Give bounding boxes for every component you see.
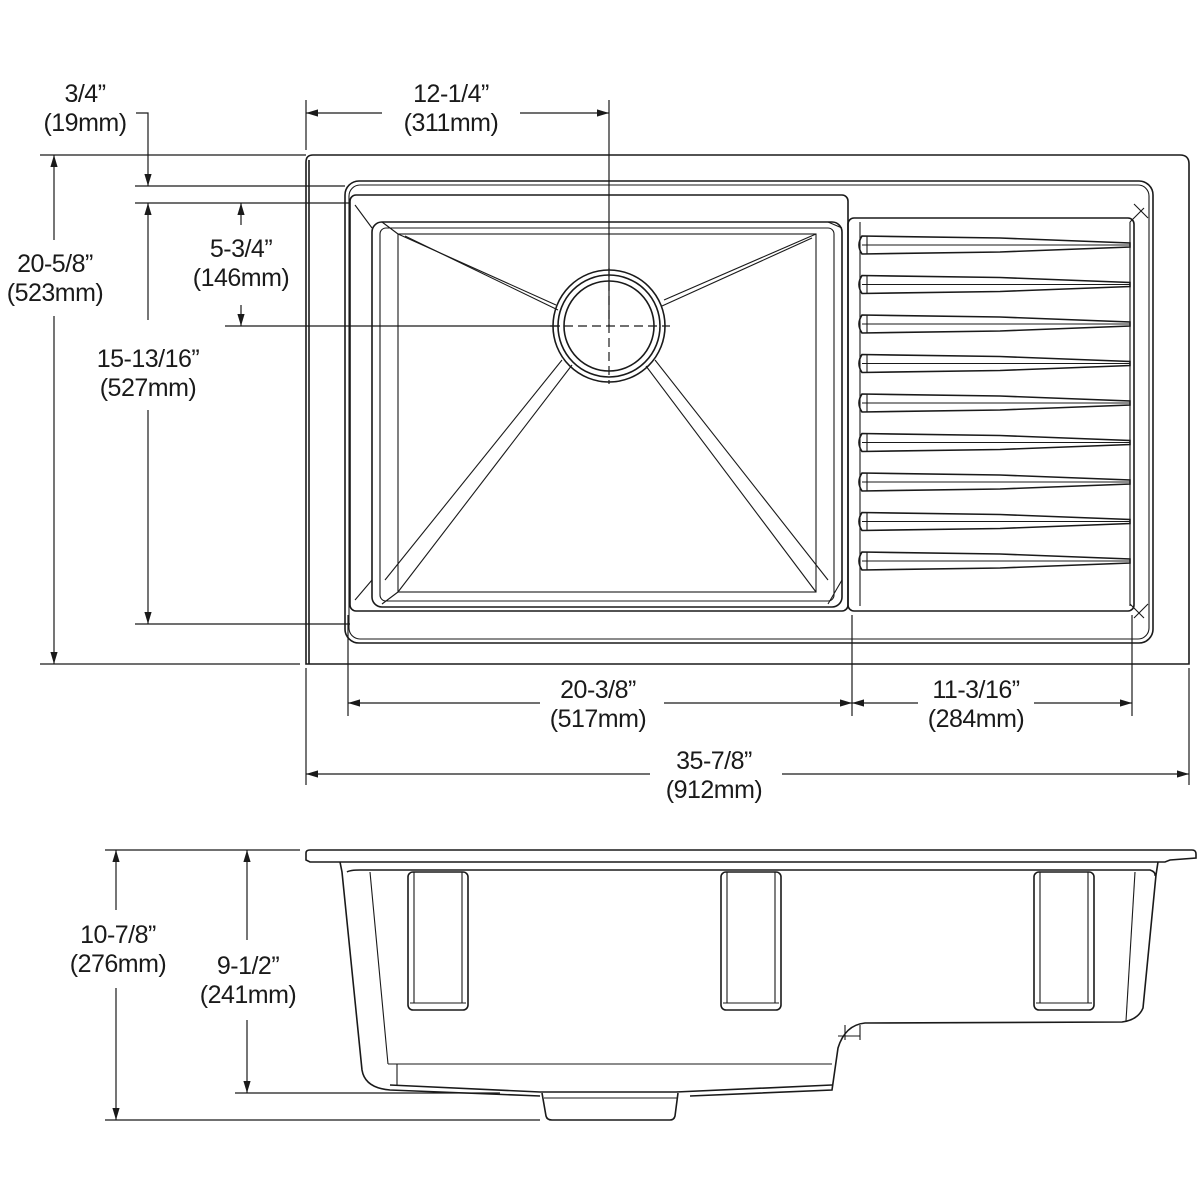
top-view-sink-outline	[305, 154, 1190, 665]
dim-label-drain-offset-y: 5-3/4” (146mm)	[188, 235, 294, 293]
dim-imperial: 9-1/2”	[216, 952, 280, 980]
drainboard-rib	[858, 314, 1131, 334]
side-view-sink-outline	[305, 849, 1197, 1121]
drainboard-rib	[858, 235, 1131, 255]
drainboard-rib	[858, 393, 1131, 413]
dim-label-bowl-width: 20-3/8” (517mm)	[545, 676, 651, 734]
dim-metric: (19mm)	[43, 109, 127, 137]
drainboard-rib	[858, 353, 1131, 374]
top-view-dimension-lines	[40, 100, 1190, 785]
main-bowl	[349, 194, 849, 612]
dim-label-overall-depth: 20-5/8” (523mm)	[2, 250, 108, 308]
dim-metric: (527mm)	[99, 374, 197, 402]
drainboard-rib	[858, 432, 1131, 453]
drain-icon	[550, 268, 670, 384]
drainboard-rib	[858, 472, 1131, 492]
dim-label-bowl-height: 9-1/2” (241mm)	[195, 952, 301, 1010]
dim-metric: (146mm)	[192, 264, 290, 292]
dim-metric: (912mm)	[665, 776, 763, 804]
drainboard	[847, 203, 1149, 619]
dim-label-bowl-depth: 15-13/16” (527mm)	[92, 345, 204, 403]
dim-metric: (523mm)	[6, 279, 104, 307]
dim-label-drainboard-width: 11-3/16” (284mm)	[923, 676, 1029, 734]
dim-metric: (276mm)	[69, 950, 167, 978]
dim-metric: (241mm)	[199, 981, 297, 1009]
dim-imperial: 35-7/8”	[676, 747, 752, 775]
dim-metric: (284mm)	[927, 705, 1025, 733]
drainboard-rib	[858, 551, 1131, 571]
dim-imperial: 11-3/16”	[932, 676, 1020, 704]
dim-imperial: 15-13/16”	[96, 345, 200, 373]
drainboard-rib	[858, 274, 1131, 295]
drainboard-rib	[858, 511, 1131, 532]
side-view-support-legs	[407, 871, 1095, 1011]
side-view-dimension-lines	[105, 849, 540, 1121]
dim-metric: (517mm)	[549, 705, 647, 733]
dim-imperial: 10-7/8”	[80, 921, 156, 949]
dim-label-deck-offset: 3/4” (19mm)	[39, 80, 131, 138]
dim-imperial: 20-5/8”	[17, 250, 93, 278]
dim-metric: (311mm)	[403, 109, 499, 137]
dim-label-drain-offset-x: 12-1/4” (311mm)	[399, 80, 503, 138]
dim-imperial: 5-3/4”	[209, 235, 273, 263]
dim-imperial: 3/4”	[64, 80, 106, 108]
dim-imperial: 12-1/4”	[413, 80, 489, 108]
dim-imperial: 20-3/8”	[560, 676, 636, 704]
dim-label-overall-height: 10-7/8” (276mm)	[65, 921, 171, 979]
dim-label-overall-width: 35-7/8” (912mm)	[661, 747, 767, 805]
